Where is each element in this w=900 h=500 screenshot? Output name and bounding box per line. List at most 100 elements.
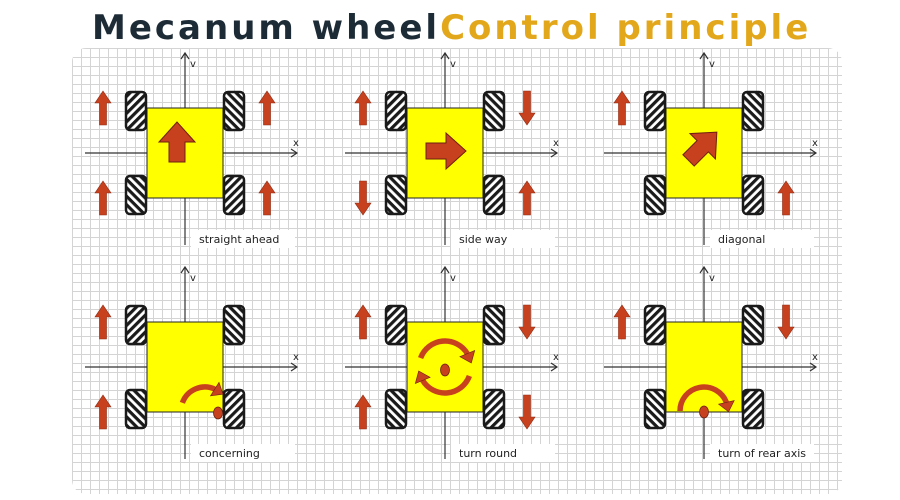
mecanum-wheel [124,174,148,216]
motion-arrow [682,131,718,167]
mecanum-wheel [482,174,506,216]
wheel-direction-arrow-down [518,304,536,340]
mecanum-wheel [643,388,667,430]
x-axis-label: x [293,138,299,149]
caption-box [710,444,814,462]
x-axis-label: x [553,138,559,149]
mode-caption: side way [459,233,508,246]
v-axis-arrowhead [699,265,709,274]
mecanum-wheel [741,388,765,430]
v-axis-label: v [190,59,196,70]
wheel-direction-arrow-up [258,90,276,126]
mecanum-wheel [482,90,506,132]
mecanum-wheel [124,90,148,132]
v-axis-arrowhead [699,51,709,60]
x-axis-arrowhead [809,148,818,158]
robot-chassis [665,321,743,413]
title-part-2: Control principle [440,8,812,48]
mecanum-wheel [482,388,506,430]
v-axis-label: v [709,273,715,284]
wheel-direction-arrow-up [354,304,372,340]
wheel-direction-arrow-up [613,304,631,340]
mecanum-wheel [222,174,246,216]
wheel-direction-arrow-down [518,394,536,430]
caption-box [451,444,555,462]
wheel-direction-arrow-up [94,90,112,126]
mecanum-wheel [741,304,765,346]
pivot-point [213,406,223,420]
mode-caption: straight ahead [199,233,279,246]
corner-rotation-head [209,381,224,397]
wheel-direction-arrow-up [354,90,372,126]
mode-panel: x v turn of rear axis [604,265,818,462]
mode-caption: diagonal [718,233,765,246]
v-axis-label: v [709,59,715,70]
mecanum-wheel [741,174,765,216]
motion-arrow [425,131,467,171]
x-axis-label: x [812,138,818,149]
pivot-point [699,405,709,419]
wheel-direction-arrow-down [777,304,795,340]
v-axis-label: v [190,273,196,284]
wheel-direction-arrow-up [354,394,372,430]
wheel-direction-arrow-up [94,304,112,340]
x-axis-arrowhead [550,362,559,372]
title-part-1: Mecanum wheel [92,8,441,48]
wheel-direction-arrow-down [354,180,372,216]
wheel-direction-arrow-up [613,90,631,126]
x-axis-label: x [553,352,559,363]
x-axis-label: x [293,352,299,363]
mode-panel: x v concerning [85,265,299,462]
x-axis-label: x [812,352,818,363]
caption-box [710,230,814,248]
mode-caption: concerning [199,447,260,460]
rotation-top-head [459,349,476,364]
mecanum-wheel [741,90,765,132]
corner-rotation-arc [179,384,216,404]
mecanum-wheel [643,174,667,216]
mecanum-wheel [124,388,148,430]
caption-box [191,230,295,248]
mecanum-wheel [384,388,408,430]
v-axis-arrowhead [180,265,190,274]
mecanum-wheel [384,90,408,132]
pivot-point [440,363,450,377]
rotation-bottom-head [414,370,431,385]
rear-axis-rotation-arc [677,384,729,412]
x-axis-arrowhead [809,362,818,372]
mecanum-wheel [482,304,506,346]
rear-axis-rotation-head [717,400,735,413]
wheel-direction-arrow-up [777,180,795,216]
caption-box [451,230,555,248]
mode-caption: turn round [459,447,517,460]
x-axis-arrowhead [290,362,299,372]
mecanum-wheel [384,304,408,346]
mecanum-wheel [222,388,246,430]
mecanum-wheel [643,304,667,346]
v-axis-arrowhead [180,51,190,60]
mecanum-wheel [222,304,246,346]
x-axis-arrowhead [550,148,559,158]
mecanum-wheel [384,174,408,216]
wheel-direction-arrow-up [94,180,112,216]
v-axis-arrowhead [440,51,450,60]
mode-panel: x v turn round [345,265,559,462]
wheel-direction-arrow-up [94,394,112,430]
mode-panel: x v straight ahead [85,51,299,248]
mecanum-wheel [124,304,148,346]
motion-arrow [157,121,197,163]
caption-box [191,444,295,462]
mode-caption: turn of rear axis [718,447,806,460]
rotation-bottom-arc [420,374,472,396]
v-axis-label: v [450,273,456,284]
wheel-direction-arrow-up [518,180,536,216]
wheel-direction-arrow-up [258,180,276,216]
rotation-top-arc [418,338,470,360]
mecanum-wheel [222,90,246,132]
mecanum-wheel [643,90,667,132]
page-title: Mecanum wheelControl principle [92,6,811,50]
wheel-direction-arrow-down [518,90,536,126]
mode-panel: x v diagonal [604,51,818,248]
